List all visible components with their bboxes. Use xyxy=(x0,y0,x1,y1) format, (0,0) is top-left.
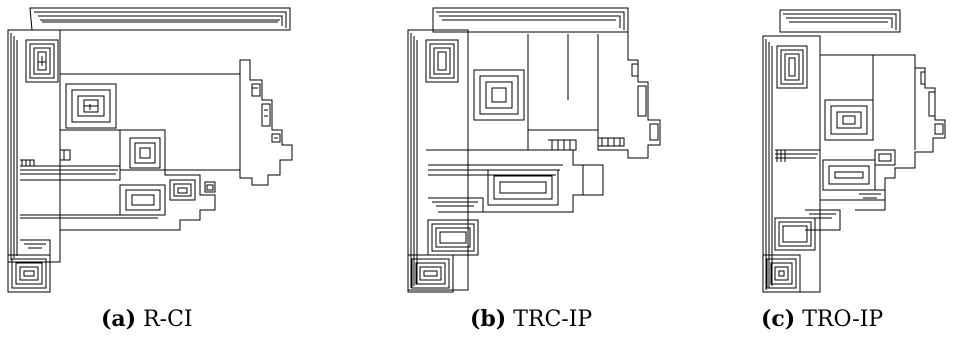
caption-c-label: TRO-IP xyxy=(802,307,884,332)
panel-b: (b) TRC-IP xyxy=(398,0,698,332)
caption-a-label: R-CI xyxy=(143,307,193,332)
caption-b-label: TRC-IP xyxy=(513,307,593,332)
floorplan-diagram-c xyxy=(762,9,946,293)
caption-a-tag: (a) xyxy=(101,306,137,332)
floorplan-diagram-a xyxy=(7,7,293,293)
caption-b-tag: (b) xyxy=(470,306,507,332)
panel-a: (a) R-CI xyxy=(0,0,320,332)
caption-c-tag: (c) xyxy=(761,306,796,332)
panel-c: (c) TRO-IP xyxy=(745,0,961,332)
caption-a: (a) R-CI xyxy=(101,306,193,332)
caption-c: (c) TRO-IP xyxy=(761,306,883,332)
caption-b: (b) TRC-IP xyxy=(470,306,592,332)
floorplan-diagram-b xyxy=(407,7,661,293)
